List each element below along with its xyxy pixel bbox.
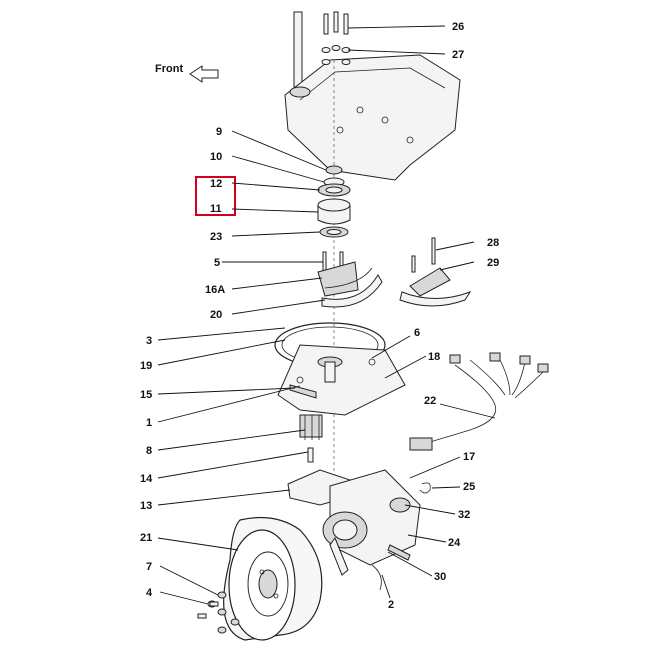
callout-7: 7 <box>146 561 152 573</box>
callout-19: 19 <box>140 360 152 372</box>
drive-housing <box>287 447 431 591</box>
mounting-plate <box>284 11 461 181</box>
callout-21: 21 <box>140 532 152 544</box>
callout-23: 23 <box>210 231 222 243</box>
wiring-harness <box>409 352 549 451</box>
callout-5: 5 <box>214 257 220 269</box>
callout-30: 30 <box>434 571 446 583</box>
callout-29: 29 <box>487 257 499 269</box>
lug-hardware <box>197 591 240 634</box>
callout-15: 15 <box>140 389 152 401</box>
callout-25: 25 <box>463 481 475 493</box>
callout-labels: 26 27 9 10 12 11 23 28 29 5 16A 20 3 6 1… <box>140 21 499 611</box>
front-label: Front <box>155 63 183 75</box>
callout-1: 1 <box>146 417 152 429</box>
callout-4: 4 <box>146 587 153 599</box>
callout-14: 14 <box>140 473 153 485</box>
callout-20: 20 <box>210 309 222 321</box>
callout-16a: 16A <box>205 284 225 296</box>
ring-plate <box>274 322 406 440</box>
sprocket-assembly <box>317 251 383 308</box>
callout-28: 28 <box>487 237 499 249</box>
callout-11: 11 <box>210 203 222 215</box>
callout-12: 12 <box>210 178 222 190</box>
callout-3: 3 <box>146 335 152 347</box>
callout-17: 17 <box>463 451 475 463</box>
front-arrow-icon <box>189 65 219 83</box>
callout-18: 18 <box>428 351 440 363</box>
callout-10: 10 <box>210 151 222 163</box>
callout-32: 32 <box>458 509 470 521</box>
callout-13: 13 <box>140 500 152 512</box>
bearing-stack <box>317 165 351 238</box>
drive-wheel <box>223 516 323 641</box>
callout-27: 27 <box>452 49 464 61</box>
callout-2: 2 <box>388 599 394 611</box>
top-bolts <box>321 11 351 65</box>
callout-6: 6 <box>414 327 420 339</box>
callout-22: 22 <box>424 395 436 407</box>
callout-9: 9 <box>216 126 222 138</box>
right-shield <box>399 237 472 307</box>
callout-24: 24 <box>448 537 461 549</box>
callout-8: 8 <box>146 445 152 457</box>
leader-lines <box>157 25 496 605</box>
highlight-box <box>195 176 236 216</box>
callout-26: 26 <box>452 21 464 33</box>
